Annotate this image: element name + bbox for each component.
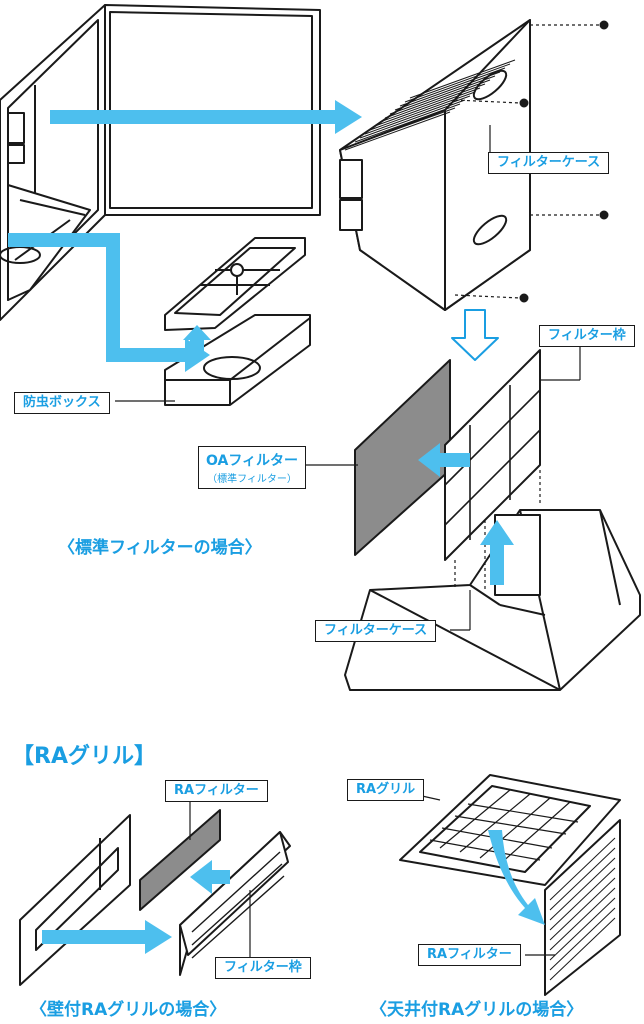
label-ra-filter-ceiling: RAフィルター bbox=[418, 944, 521, 966]
caption-standard: 〈標準フィルターの場合〉 bbox=[58, 538, 262, 558]
label-ra-filter-wall: RAフィルター bbox=[165, 780, 268, 802]
label-filter-case-top: フィルターケース bbox=[488, 152, 610, 174]
flow-arrows bbox=[8, 100, 545, 954]
ceiling-grille bbox=[399, 774, 621, 886]
wall-grille-frame bbox=[19, 814, 131, 986]
section-title-ra-grille: 【RAグリル】 bbox=[12, 744, 156, 769]
label-ra-grille-ceiling: RAグリル bbox=[347, 779, 425, 801]
ceiling-ra-filter bbox=[544, 819, 621, 996]
insect-box bbox=[164, 237, 311, 406]
caption-wall: 〈壁付RAグリルの場合〉 bbox=[30, 1000, 227, 1020]
oa-filter-main: OAフィルター bbox=[205, 453, 299, 469]
wall-filter-frame bbox=[179, 831, 291, 976]
wall-ra-filter bbox=[139, 809, 221, 911]
filter-frame-mid bbox=[444, 349, 541, 561]
caption-ceiling: 〈天井付RAグリルの場合〉 bbox=[370, 1000, 584, 1020]
down-outline-arrow bbox=[451, 309, 499, 361]
label-insect-box: 防虫ボックス bbox=[14, 392, 110, 414]
label-filter-frame-wall: フィルター枠 bbox=[215, 957, 311, 979]
label-filter-frame-top: フィルター枠 bbox=[539, 325, 635, 347]
oa-filter-sub: （標準フィルター） bbox=[207, 474, 297, 485]
filter-case-top bbox=[339, 19, 609, 311]
label-oa-filter: OAフィルター （標準フィルター） bbox=[198, 446, 306, 489]
label-filter-case-bottom: フィルターケース bbox=[315, 620, 437, 642]
